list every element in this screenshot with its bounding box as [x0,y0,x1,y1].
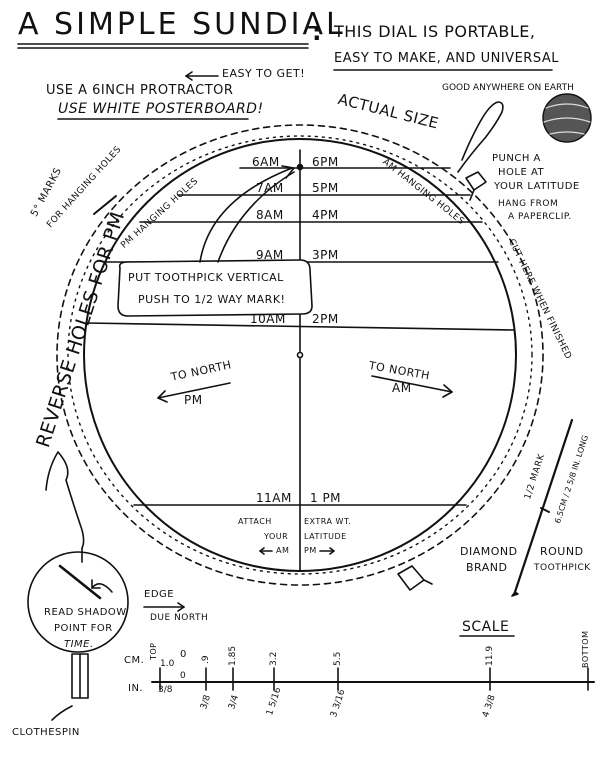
toothpick-tip [511,591,519,597]
diamond-brand-2: BRAND [466,561,508,574]
toothpick-arrow-head [281,165,295,179]
to-north-pm-head [157,390,168,403]
toothpick-arrow-2 [217,171,295,263]
toothpick-box [117,259,313,317]
punch-note-1: PUNCH A [492,153,541,164]
mini-dial-circle [27,551,129,653]
bottom-pin-needle [423,579,433,585]
hour-label-pm: 5PM [312,181,339,195]
subtitle-line-1: THIS DIAL IS PORTABLE, [334,22,536,41]
extra-label-3: PM [304,546,317,555]
to-north-pm-arrow [157,382,231,399]
to-north-am-sub: AM [392,381,412,395]
read-shadow-3: TIME. [64,639,94,650]
hang-note-2: A PAPERCLIP. [508,212,572,222]
extra-label-2: LATITUDE [304,532,347,541]
center-hole [296,351,304,359]
extra-label-1: EXTRA WT. [304,517,352,526]
hour-label-pm: 3PM [312,248,339,262]
scale-cm-value: .9 [201,655,211,664]
to-north-am-arrow [371,375,453,393]
scale-cm-value: 5.5 [333,651,343,666]
to-north-pm-sub: PM [184,393,203,407]
hole-mark-slash [93,195,117,215]
hour-label-am: 11AM [256,491,292,505]
toothpick-half-mark [540,507,550,513]
clothespin-label: CLOTHESPIN [12,727,80,738]
push-pin-needle [469,189,475,201]
punch-note-2: HOLE AT [498,167,545,178]
hour-label-pm: 6PM [312,155,339,169]
bottom-pin-icon [397,565,425,591]
protractor-note: USE A 6INCH PROTRACTOR [46,83,234,98]
mini-dial-arrow [91,583,113,593]
punch-note-3: YOUR LATITUDE [494,181,580,192]
attach-label-1: ATTACH [238,517,272,526]
mini-dial-shadow [58,564,102,600]
attach-label-2: YOUR [264,532,289,541]
scale-in-value: 3/8 [158,685,173,695]
push-pin-icon [465,171,487,191]
main-title: A SIMPLE SUNDIAL [18,7,346,42]
subtitle-line-2: EASY TO MAKE, AND UNIVERSAL [334,51,559,66]
scale-bottom-label: BOTTOM [581,630,590,668]
hour-line-10 [85,322,515,331]
read-shadow-2: POINT FOR [54,623,113,634]
scale-title: SCALE [462,619,510,635]
hour-label-pm: 2PM [312,312,339,326]
earth-bands [543,103,591,135]
read-shadow-1: READ SHADOW [44,607,127,618]
edge-label: EDGE [144,589,175,600]
posterboard-note: USE WHITE POSTERBOARD! [58,101,264,117]
hang-note-1: HANG FROM [498,199,559,209]
clothespin-pointer [51,705,73,721]
good-anywhere-note: GOOD ANYWHERE ON EARTH [442,83,574,93]
hour-label-am: 10AM [250,312,286,326]
paperclip-icon [457,101,504,173]
round-toothpick-2: TOOTHPICK [534,563,591,573]
hour-label-am: 7AM [256,181,284,195]
hour-label-am: 6AM [252,155,280,169]
hanging-holes-ring [67,135,533,575]
scale-cm-label: CM. [124,655,145,666]
easy-to-get-note: EASY TO GET! [222,67,306,80]
hour-label-am: 9AM [256,248,284,262]
hand-icon [45,451,85,549]
edge-arrow-head [177,602,185,612]
toothpick-icon [513,418,574,594]
pm-arrow-head [329,547,335,555]
dial-circle [83,138,517,572]
title-colon: : [312,18,322,46]
hour-label-pm: 4PM [312,208,339,222]
due-north-label: DUE NORTH [150,613,209,623]
scale-in-label: IN. [128,683,144,694]
am-arrow-head [259,547,265,555]
hour-label-pm: 1 PM [310,491,342,505]
scale-cm-value: 1.85 [228,645,238,666]
scale-cm-value: 3.2 [269,651,279,666]
easy-arrow-head [185,71,193,81]
scale-cm-value: 0 [180,649,187,660]
round-toothpick-1: ROUND [540,545,584,558]
toothpick-instruction-1: PUT TOOTHPICK VERTICAL [128,271,284,284]
to-north-am-head [442,384,453,398]
scale-in-value: 0 [180,671,186,681]
toothpick-instruction-2: PUSH TO 1/2 WAY MARK! [138,293,286,306]
cut-circle [56,124,544,586]
diamond-brand-1: DIAMOND [460,545,518,558]
hour-label-am: 8AM [256,208,284,222]
mini-dial-arrow-head [91,579,101,589]
attach-label-3: AM [276,546,290,555]
scale-top-label: TOP [149,642,158,660]
scale-cm-value: 1.0 [160,659,175,669]
scale-cm-value: 11.9 [485,645,495,666]
toothpick-arrow-1 [199,167,293,263]
